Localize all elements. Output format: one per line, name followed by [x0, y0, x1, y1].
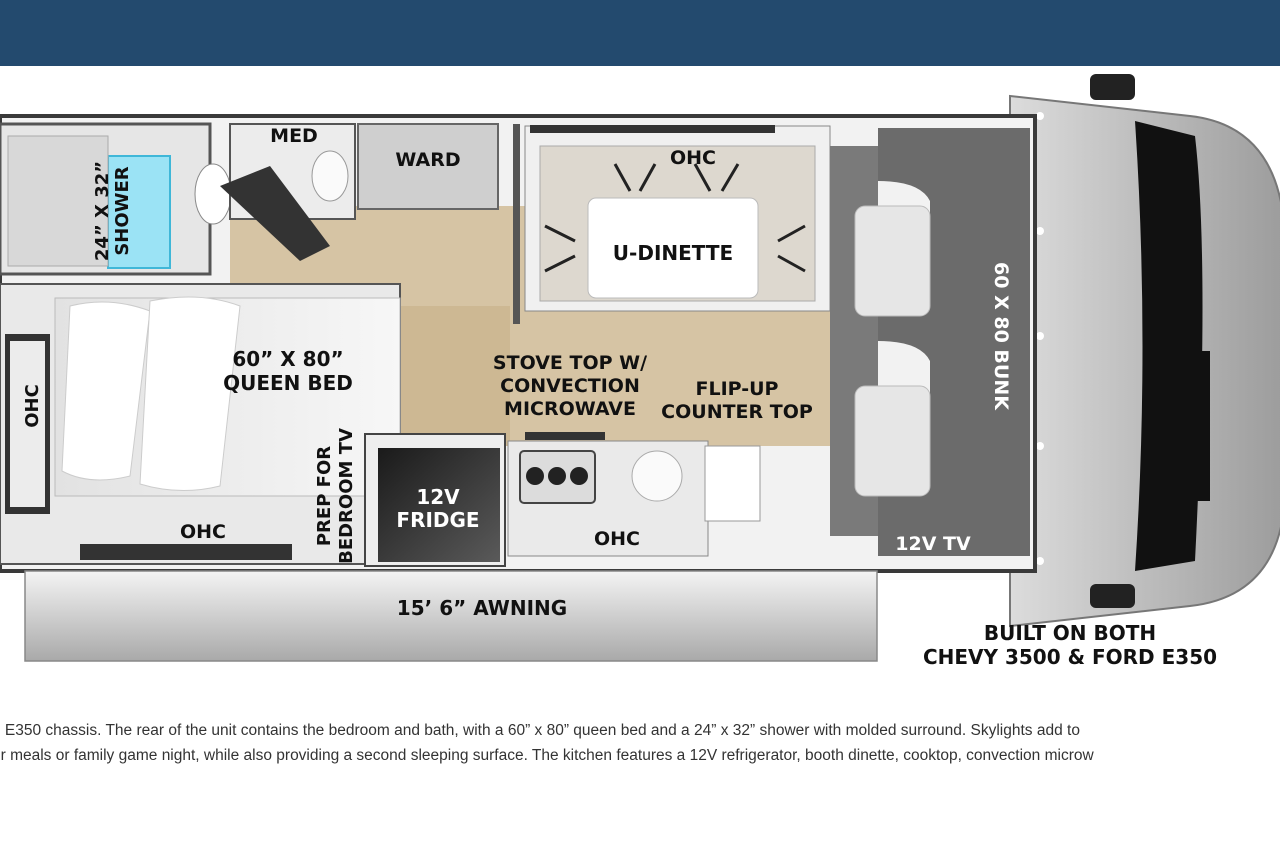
- toilet-icon: [194, 163, 232, 225]
- label-ohc-dinette: OHC: [670, 147, 716, 169]
- label-med: MED: [270, 125, 318, 147]
- label-u-dinette: U-DINETTE: [613, 241, 733, 265]
- label-prep-line2: BEDROOM TV: [336, 428, 357, 564]
- floorplan: MED WARD OHC U-DINETTE 24” X 32” SHOWER …: [0, 74, 1280, 669]
- label-flip-line2: COUNTER TOP: [661, 401, 813, 423]
- sink-icon: [311, 150, 349, 202]
- header-bar: [0, 0, 1280, 66]
- passenger-seat: [854, 385, 931, 497]
- label-flip-line1: FLIP-UP: [696, 378, 779, 400]
- label-built-line2: CHEVY 3500 & FORD E350: [923, 645, 1217, 669]
- description: d E350 chassis. The rear of the unit con…: [0, 718, 1280, 768]
- bedroom-step: [80, 544, 292, 560]
- bunk: [854, 128, 1030, 556]
- label-shower-size: 24” X 32”: [92, 161, 113, 261]
- label-shower: SHOWER: [112, 166, 133, 255]
- label-stove-line3: MICROWAVE: [504, 398, 636, 420]
- bedroom: [0, 283, 401, 565]
- label-stove-line2: CONVECTION: [500, 375, 640, 397]
- wall: [513, 124, 520, 324]
- label-prep-line1: PREP FOR: [314, 446, 335, 546]
- driver-seat: [854, 205, 931, 317]
- kitchen-counter: [507, 432, 761, 557]
- wardrobe: [357, 123, 499, 210]
- label-tv: 12V TV: [895, 533, 971, 555]
- pillow-1: [61, 301, 151, 481]
- label-built-line1: BUILT ON BOTH: [984, 621, 1156, 645]
- label-stove-line1: STOVE TOP W/: [493, 352, 647, 374]
- label-bed: QUEEN BED: [223, 371, 353, 395]
- cab: [1009, 74, 1280, 628]
- label-fridge-line1: 12V: [416, 485, 460, 509]
- kitchen-sink-icon: [631, 450, 683, 502]
- label-bed-size: 60” X 80”: [232, 347, 343, 371]
- label-ward: WARD: [395, 149, 460, 171]
- flip-up-counter: [704, 445, 761, 522]
- description-line-2: or meals or family game night, while als…: [0, 747, 1094, 764]
- bath-door: [220, 166, 330, 261]
- pillow-2: [139, 296, 241, 491]
- label-ohc-bedroom: OHC: [180, 521, 226, 543]
- bathroom: [0, 122, 356, 276]
- mirror-bottom: [1090, 584, 1135, 608]
- fridge: [364, 433, 506, 567]
- dinette-table: [587, 197, 759, 299]
- label-ohc-kitchen: OHC: [594, 528, 640, 550]
- label-bunk: 60 X 80 BUNK: [990, 262, 1012, 411]
- shower-pan: [107, 155, 171, 269]
- description-line-1: d E350 chassis. The rear of the unit con…: [0, 722, 1080, 739]
- label-awning: 15’ 6” AWNING: [397, 596, 567, 620]
- mirror-top: [1090, 74, 1135, 100]
- label-fridge-line2: FRIDGE: [396, 508, 479, 532]
- label-ohc-rear: OHC: [22, 384, 43, 428]
- awning: [24, 570, 878, 662]
